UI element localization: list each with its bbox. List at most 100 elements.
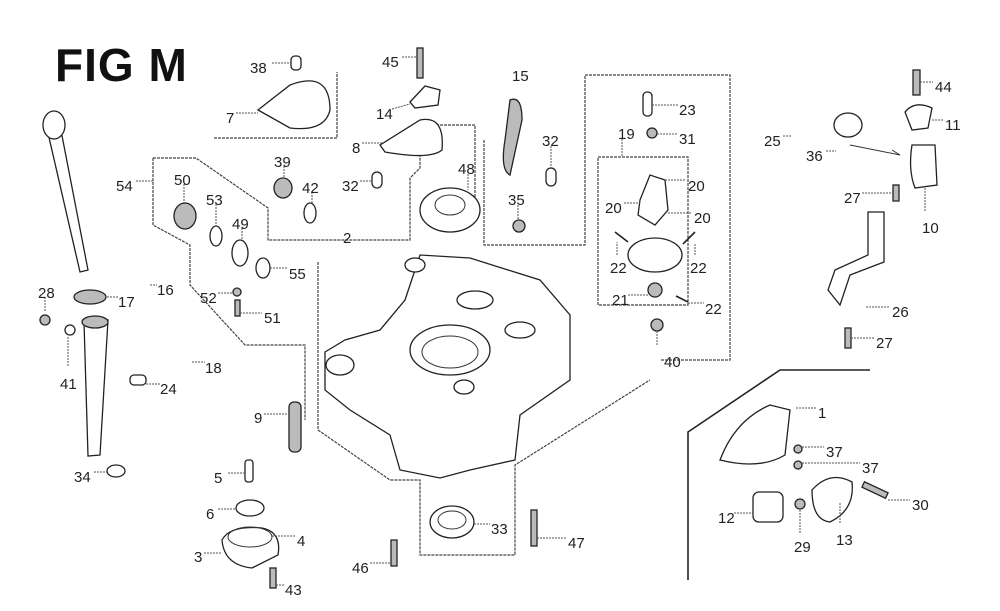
leader-line-14: [391, 103, 411, 110]
group-54-box-lower: [152, 158, 306, 420]
bolt-47-part: [530, 509, 538, 547]
callout-label-31: 31: [679, 131, 696, 148]
bolt-44-part: [912, 69, 921, 96]
callout-label-51: 51: [264, 310, 281, 327]
washer-41-part: [64, 324, 76, 336]
pin-38-part: [290, 55, 302, 71]
crankcase-boss-a: [456, 290, 494, 310]
gasket-4-part: [227, 526, 273, 548]
bolt-45-part: [416, 47, 424, 79]
callout-label-12: 12: [718, 510, 735, 527]
group-boxes: [152, 72, 870, 580]
callout-label-20: 20: [688, 178, 705, 195]
callout-label-20: 20: [694, 210, 711, 227]
bolt-51-part: [234, 299, 241, 317]
sleeve-21-part: [647, 282, 663, 298]
group-48-box-a: [432, 124, 476, 212]
callout-label-22: 22: [610, 260, 627, 277]
bolt-28-part: [39, 314, 51, 326]
washer-53-part: [209, 225, 223, 247]
callout-label-43: 43: [285, 582, 302, 599]
callout-label-8: 8: [352, 140, 360, 157]
callout-label-30: 30: [912, 497, 929, 514]
callout-label-9: 9: [254, 410, 262, 427]
lever-26-part: [827, 211, 885, 307]
callout-label-27: 27: [876, 335, 893, 352]
callout-label-39: 39: [274, 154, 291, 171]
callout-label-55: 55: [289, 266, 306, 283]
gear-19-part: [627, 237, 683, 273]
callout-label-37: 37: [862, 460, 879, 477]
filler-tube-part: [83, 319, 109, 457]
callout-label-24: 24: [160, 381, 177, 398]
part-1: [719, 404, 791, 465]
callout-label-49: 49: [232, 216, 249, 233]
oring-34-part: [106, 464, 126, 478]
callout-label-46: 46: [352, 560, 369, 577]
callout-label-23: 23: [679, 102, 696, 119]
callout-label-26: 26: [892, 304, 909, 321]
spring-29-part: [794, 498, 806, 510]
callout-label-19: 19: [618, 126, 635, 143]
bracket-14-part: [409, 85, 441, 109]
parts: [39, 47, 938, 589]
group-2-box: [317, 262, 651, 556]
washer-37b-part: [793, 460, 803, 470]
pin-5-part: [244, 459, 254, 483]
callout-label-29: 29: [794, 539, 811, 556]
cover-7-part: [256, 80, 331, 130]
pin-22c-part: [675, 295, 689, 303]
callout-label-45: 45: [382, 54, 399, 71]
nut-35-part: [512, 219, 526, 233]
callout-label-4: 4: [297, 533, 305, 550]
part-10: [909, 144, 938, 189]
callout-label-13: 13: [836, 532, 853, 549]
figure-title: FIG M: [55, 39, 188, 91]
bolt-43-part: [269, 567, 277, 589]
cover-group-box: [214, 72, 338, 139]
callout-label-53: 53: [206, 192, 223, 209]
callout-label-3: 3: [194, 549, 202, 566]
washer-55-part: [255, 257, 271, 279]
callout-label-48: 48: [458, 161, 475, 178]
plug-50-part: [173, 202, 197, 230]
callout-label-14: 14: [376, 106, 393, 123]
callout-label-2: 2: [343, 230, 351, 247]
callout-label-17: 17: [118, 294, 135, 311]
callout-label-15: 15: [512, 68, 529, 85]
callout-label-5: 5: [214, 470, 222, 487]
group-54-box: [153, 135, 421, 241]
cover-13-part: [811, 476, 853, 523]
washer-40-part: [650, 318, 664, 332]
fitting-49-part: [231, 239, 249, 267]
spring-36-part: [849, 144, 901, 156]
bolt-27b-part: [844, 327, 852, 349]
crankcase-post: [404, 257, 426, 273]
callout-label-32: 32: [342, 178, 359, 195]
part-15: [502, 98, 523, 176]
crankcase-boss-b: [504, 321, 536, 339]
crankcase-bore: [409, 324, 491, 376]
part-9: [288, 401, 302, 453]
callout-label-10: 10: [922, 220, 939, 237]
callout-label-1: 1: [818, 405, 826, 422]
seal-17-part: [73, 289, 107, 305]
callout-label-54: 54: [116, 178, 133, 195]
dipstick-cap-part: [42, 110, 66, 140]
arm-25-part: [833, 112, 863, 138]
callout-label-34: 34: [74, 469, 91, 486]
callout-label-47: 47: [568, 535, 585, 552]
pin-22a-part: [614, 231, 629, 243]
callout-label-22: 22: [705, 301, 722, 318]
callout-label-7: 7: [226, 110, 234, 127]
group-19-outer-box: [483, 74, 731, 361]
crankcase-post-b: [453, 379, 475, 395]
dowel-32b-part: [545, 167, 557, 187]
callout-label-11: 11: [945, 117, 961, 134]
callout-label-6: 6: [206, 506, 214, 523]
bracket-11-part: [904, 104, 933, 131]
callout-label-52: 52: [200, 290, 217, 307]
callout-label-37: 37: [826, 444, 843, 461]
